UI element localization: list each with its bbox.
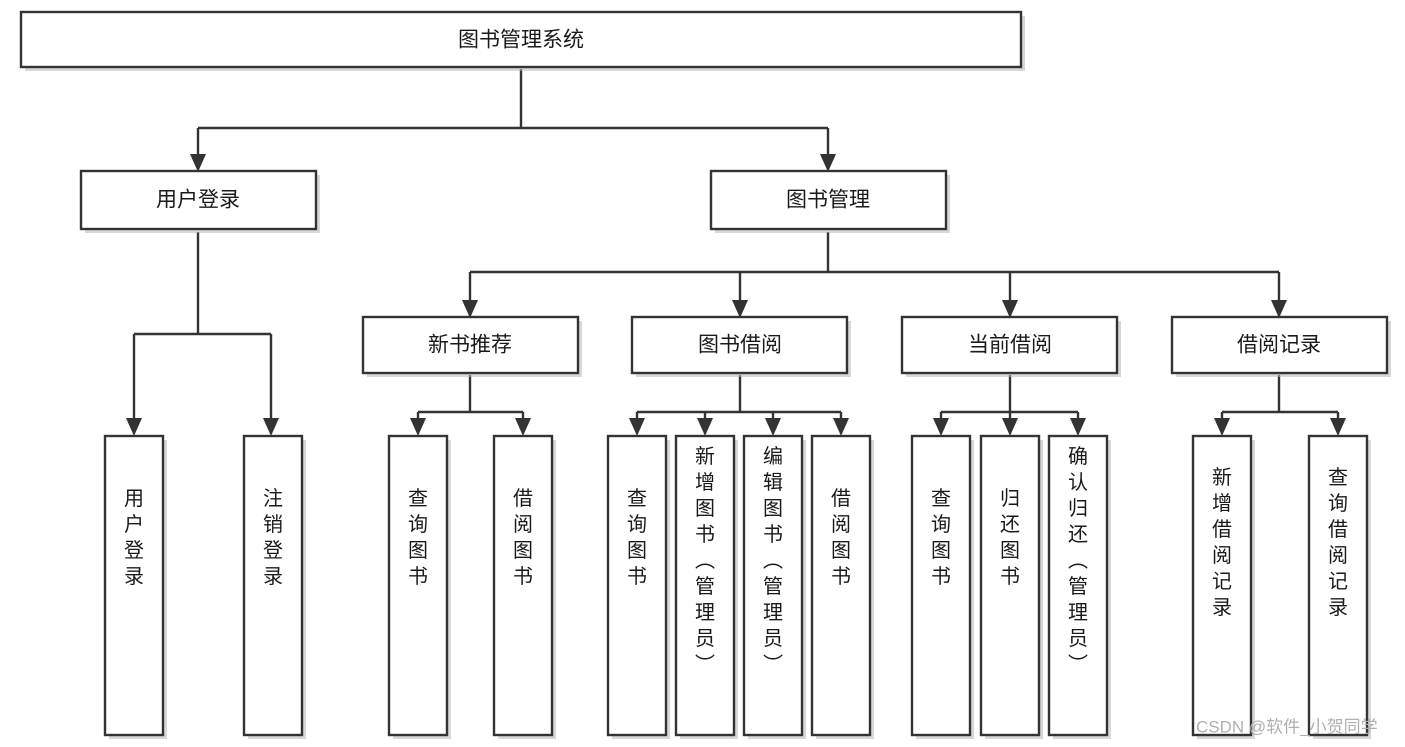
arrow-borrow-l1: [629, 418, 645, 436]
leaf-query-record-label: 查询借阅记录: [1328, 466, 1348, 619]
leaf-query-book-2-box: [606, 434, 668, 737]
leaf-group-current-borrow: 查询图书 归还图书 确认归还︵管理员︶: [910, 434, 1111, 739]
leaf-add-book-box: [674, 434, 736, 737]
csdn-watermark: CSDN @软件_小贺同学: [1196, 717, 1378, 736]
leaf-node-borrow-book-2[interactable]: 借阅图书: [810, 434, 874, 739]
recommend-box: [361, 315, 580, 375]
leaf-borrow-book-2-box: [810, 434, 872, 737]
leaf-user-login-label: 用户登录: [124, 488, 144, 588]
leaf-node-confirm-return[interactable]: 确认归还︵管理员︶: [1047, 434, 1111, 739]
leaf-borrow-book-2-label: 借阅图书: [831, 487, 851, 588]
borrow-label: 图书借阅: [698, 334, 782, 357]
leaf-query-record-box: [1307, 434, 1369, 737]
arrow-bm-to-borrow: [732, 300, 748, 318]
leaf-add-record-label: 新增借阅记录: [1212, 466, 1232, 619]
user-login-label: 用户登录: [156, 189, 240, 212]
arrow-current-l3: [1070, 418, 1086, 436]
leaf-return-book-box: [979, 434, 1041, 737]
arrow-root-to-user-login: [190, 154, 206, 172]
leaf-user-login-box: [103, 434, 165, 737]
arrow-borrow-l2: [697, 418, 713, 436]
borrow-box: [630, 315, 849, 375]
leaf-query-book-3-box: [910, 434, 972, 737]
node-user-login[interactable]: 用户登录: [79, 169, 320, 233]
node-book-manage[interactable]: 图书管理: [709, 169, 950, 233]
arrow-user-login-leaf1: [126, 418, 142, 436]
arrow-record-l2: [1330, 418, 1346, 436]
node-root[interactable]: 图书管理系统: [19, 10, 1025, 71]
node-new-book-recommend[interactable]: 新书推荐: [361, 315, 582, 377]
leaf-query-book-3-label: 查询图书: [931, 487, 951, 588]
leaf-edit-book-box: [742, 434, 804, 737]
leaf-logout-label: 注销登录: [263, 487, 283, 588]
leaf-node-query-record[interactable]: 查询借阅记录: [1307, 434, 1371, 739]
leaf-logout-box: [242, 434, 304, 737]
leaf-query-book-1-label: 查询图书: [408, 487, 428, 588]
node-borrow-record[interactable]: 借阅记录: [1170, 315, 1391, 377]
arrow-bm-to-current: [1002, 300, 1018, 318]
arrow-borrow-l3: [765, 418, 781, 436]
leaf-query-book-1-box: [387, 434, 449, 737]
arrow-root-to-book-manage: [820, 154, 836, 172]
book-manage-box: [709, 169, 948, 231]
leaf-borrow-book-1-box: [492, 434, 554, 737]
root-label: 图书管理系统: [458, 29, 584, 52]
arrow-borrow-l4: [833, 418, 849, 436]
arrow-current-l1: [933, 418, 949, 436]
arrow-bm-to-record: [1271, 300, 1287, 318]
connector-group: [126, 69, 1346, 436]
leaf-confirm-return-label: 确认归还︵管理员︶: [1068, 445, 1088, 676]
record-box: [1170, 315, 1389, 375]
leaf-add-book-label: 新增图书︵管理员︶: [695, 445, 715, 676]
node-book-borrow[interactable]: 图书借阅: [630, 315, 851, 377]
leaf-node-edit-book[interactable]: 编辑图书︵管理员︶: [742, 434, 806, 739]
leaf-node-return-book[interactable]: 归还图书: [979, 434, 1043, 739]
leaf-return-book-label: 归还图书: [1000, 487, 1020, 588]
leaf-query-book-2-label: 查询图书: [627, 487, 647, 588]
leaf-node-query-book-2[interactable]: 查询图书: [606, 434, 670, 739]
leaf-group-new-book-recommend: 查询图书 借阅图书: [387, 434, 556, 739]
leaf-node-borrow-book-1[interactable]: 借阅图书: [492, 434, 556, 739]
arrow-current-l2: [1002, 418, 1018, 436]
current-label: 当前借阅: [968, 334, 1052, 357]
leaf-group-user-login: 用户登录 注销登录: [103, 434, 306, 739]
arrow-user-login-leaf2: [263, 418, 279, 436]
leaf-group-borrow-record: 新增借阅记录 查询借阅记录: [1191, 434, 1371, 739]
leaf-group-book-borrow: 查询图书 新增图书︵管理员︶ 编辑图书︵管理员︶ 借阅图书: [606, 434, 874, 739]
arrow-record-l1: [1214, 418, 1230, 436]
leaf-borrow-book-1-label: 借阅图书: [513, 487, 533, 588]
recommend-label: 新书推荐: [428, 334, 512, 357]
leaf-node-query-book-3[interactable]: 查询图书: [910, 434, 974, 739]
arrow-bm-to-recommend: [462, 300, 478, 318]
leaf-node-user-login[interactable]: 用户登录: [103, 434, 167, 739]
arrow-recommend-l2: [515, 418, 531, 436]
leaf-confirm-return-box: [1047, 434, 1109, 737]
leaf-add-record-box: [1191, 434, 1253, 737]
leaf-node-logout[interactable]: 注销登录: [242, 434, 306, 739]
leaf-node-query-book-1[interactable]: 查询图书: [387, 434, 451, 739]
book-manage-label: 图书管理: [786, 189, 870, 212]
leaf-node-add-book[interactable]: 新增图书︵管理员︶: [674, 434, 738, 739]
root-box: [19, 10, 1023, 69]
record-label: 借阅记录: [1237, 334, 1321, 357]
leaf-node-add-record[interactable]: 新增借阅记录: [1191, 434, 1255, 739]
leaf-edit-book-label: 编辑图书︵管理员︶: [763, 445, 783, 676]
current-box: [900, 315, 1119, 375]
user-login-box: [79, 169, 318, 231]
node-current-borrow[interactable]: 当前借阅: [900, 315, 1121, 377]
arrow-recommend-l1: [410, 418, 426, 436]
